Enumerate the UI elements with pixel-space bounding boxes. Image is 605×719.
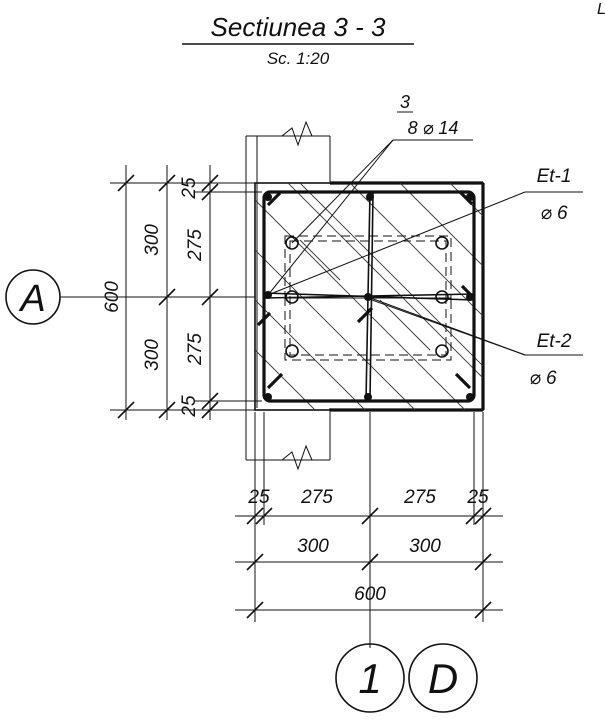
dim-left-bottom-inner: 275: [185, 333, 206, 366]
dim-left-top-inner: 275: [185, 229, 206, 262]
rebar-bar-4: [435, 290, 449, 304]
section-scale: Sc. 1:20: [267, 49, 330, 68]
bottom-dimensions: [235, 412, 503, 622]
dim-left-total: 600: [102, 281, 123, 313]
dim-left-bottom-half: 300: [142, 339, 163, 371]
rebar-mid-bottom: [364, 393, 372, 401]
rebar-corner-tl: [264, 193, 272, 201]
dim-left-top-half: 300: [142, 224, 163, 256]
rebar-bar-2: [435, 236, 449, 250]
stirrup1-spec: ⌀ 6: [540, 203, 568, 224]
dim-bottom-i1: 275: [300, 487, 333, 508]
rebar-mid-right: [466, 293, 474, 301]
rebar-bar-3: [285, 290, 299, 304]
dim-bottom-h1: 300: [297, 536, 329, 557]
leader-lines: [267, 139, 583, 356]
rebar-bar-6: [435, 344, 449, 358]
dim-bottom-total: 600: [354, 584, 386, 605]
rebar-corner-br: [466, 393, 474, 401]
rebar-corner-tr: [466, 193, 474, 201]
rebar-bar-1: [285, 236, 299, 250]
rebar-mid-top: [366, 193, 374, 201]
corner-mark: L: [597, 1, 605, 18]
rebar-corner-bl: [264, 393, 272, 401]
dim-bottom-c2: 25: [466, 487, 489, 508]
stirrup2-spec: ⌀ 6: [529, 368, 557, 389]
stirrup1-mark: Et-1: [537, 166, 572, 187]
axis-1-label: 1: [358, 655, 381, 702]
dim-bottom-i2: 275: [403, 487, 436, 508]
concrete-hatch: [255, 183, 483, 410]
dim-bottom-c1: 25: [247, 487, 270, 508]
rebar-bar-5: [285, 344, 299, 358]
dim-bottom-h2: 300: [409, 536, 441, 557]
dim-left-top-cover: 25: [179, 177, 200, 200]
left-dimensions: [110, 165, 262, 420]
dim-left-bottom-cover: 25: [179, 395, 200, 418]
axis-1-bubble: [335, 643, 405, 713]
axis-d-bubble: [408, 643, 478, 713]
bars-mark: 3: [400, 92, 410, 112]
stirrup-et2-shape-b: [284, 297, 452, 361]
axis-d-label: D: [428, 655, 458, 702]
axis-a-label: A: [18, 278, 45, 320]
section-title: Sectiunea 3 - 3: [211, 12, 386, 42]
wall-outline: [245, 120, 331, 471]
bars-spec: 8 ⌀ 14: [408, 118, 459, 138]
stirrup2-mark: Et-2: [537, 331, 572, 352]
